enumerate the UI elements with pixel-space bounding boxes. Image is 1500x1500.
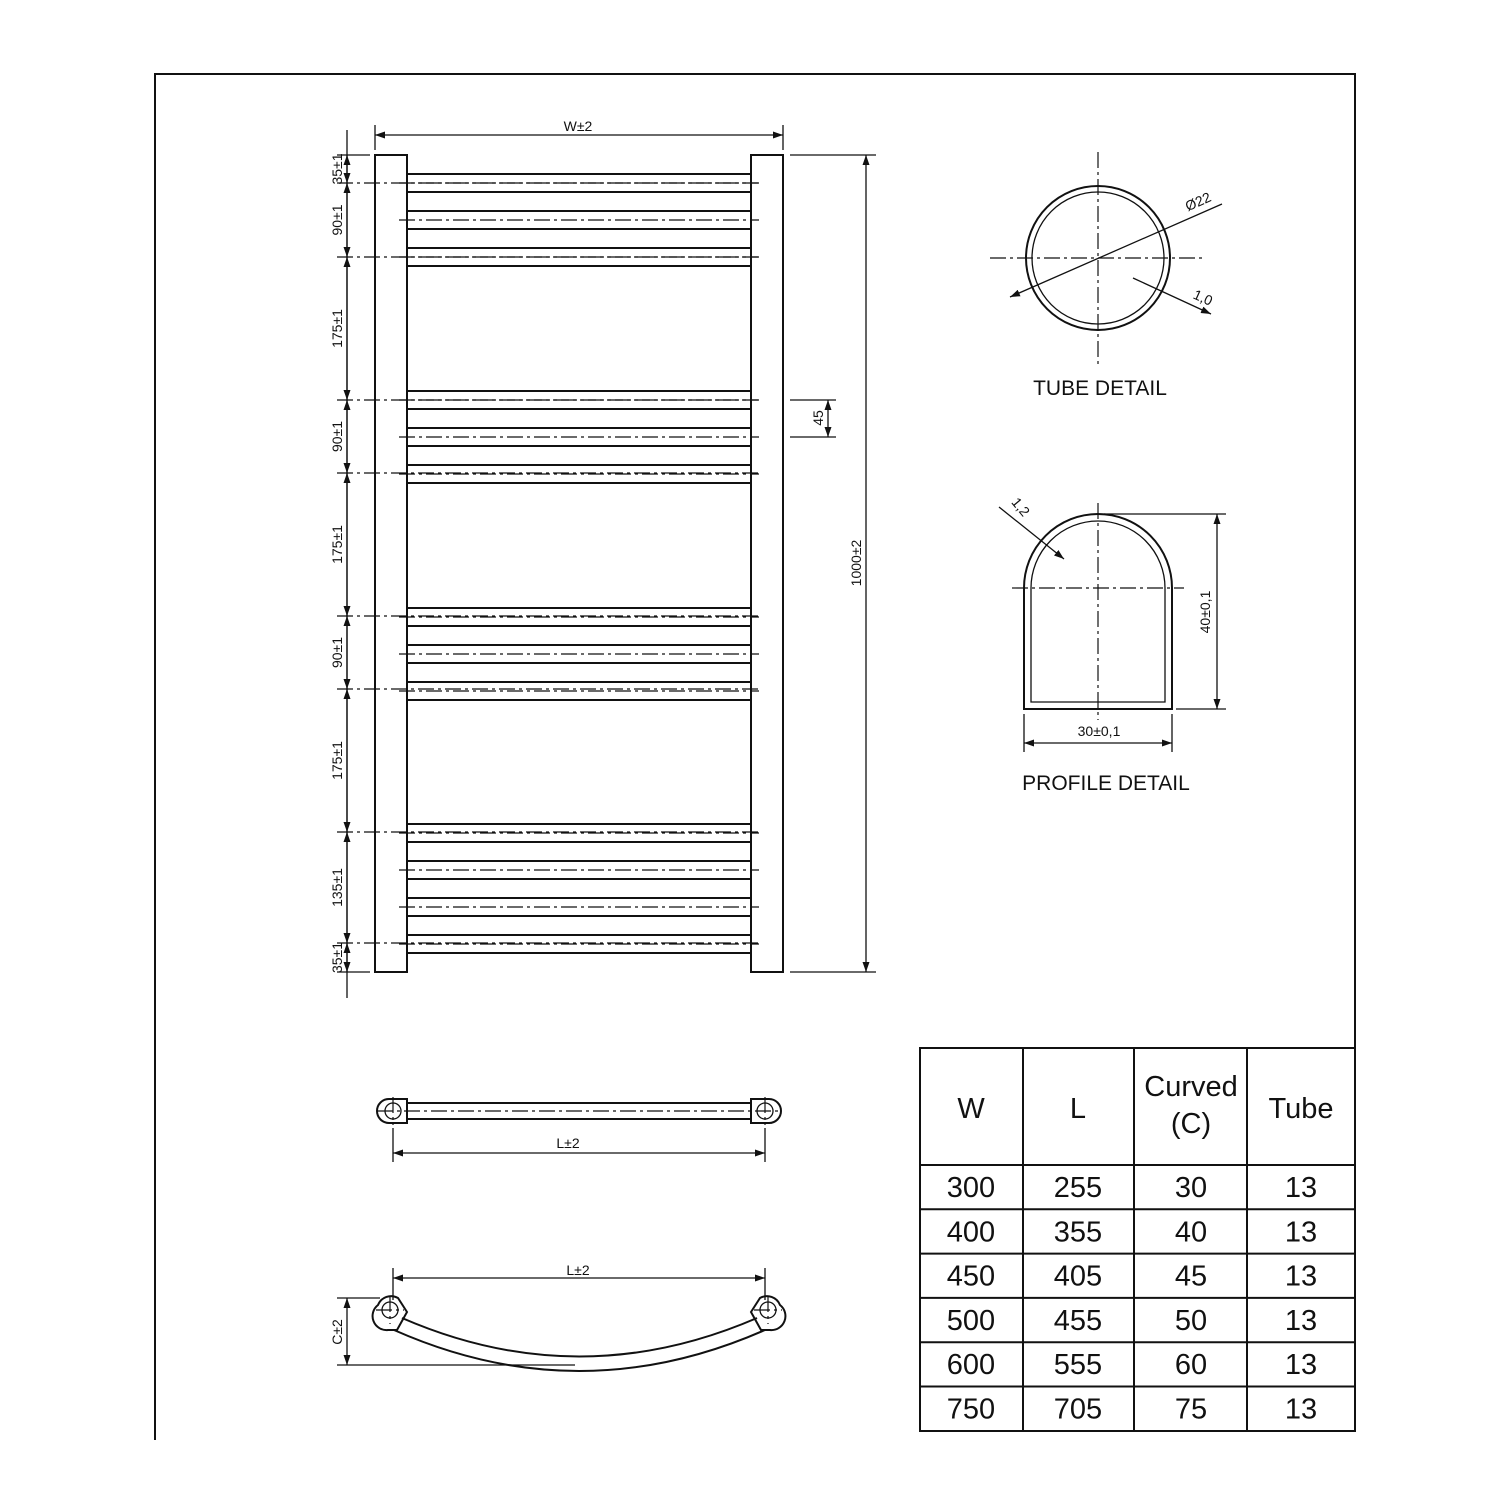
wall-leader bbox=[1132, 277, 1212, 315]
table-cell-w-3: 450 bbox=[947, 1261, 995, 1293]
table-header-curved-unit: (C) bbox=[1171, 1108, 1211, 1140]
profile-wall-leader bbox=[998, 506, 1065, 560]
table-header-w: W bbox=[957, 1093, 985, 1125]
curved-left-end bbox=[371, 1295, 409, 1332]
table-cell-tube-1: 13 bbox=[1285, 1172, 1317, 1204]
profile-wall-label: 1,2 bbox=[1008, 494, 1033, 519]
plan-length-label: L±2 bbox=[556, 1135, 579, 1151]
plan-left-end bbox=[376, 1098, 408, 1124]
profile-width-label: 30±0,1 bbox=[1078, 723, 1121, 739]
offset-label: 45 bbox=[810, 410, 826, 426]
front-view: W±2 1000±2 45 35±1 90±1 175±1 90±1 175±1 90±1… bbox=[329, 118, 876, 998]
spacing-label-2: 175±1 bbox=[329, 309, 345, 348]
wall-label: 1,0 bbox=[1191, 286, 1215, 309]
spacing-label-0: 35±1 bbox=[329, 153, 345, 184]
horizontal-bars bbox=[399, 173, 759, 954]
table-cell-tube-3: 13 bbox=[1285, 1261, 1317, 1293]
table-cell-tube-4: 13 bbox=[1285, 1305, 1317, 1337]
spacing-label-3: 90±1 bbox=[329, 421, 345, 452]
spacing-label-5: 90±1 bbox=[329, 637, 345, 668]
profile-detail-caption: PROFILE DETAIL bbox=[1022, 772, 1190, 795]
table-header-curved: Curved bbox=[1144, 1071, 1238, 1103]
spacing-label-4: 175±1 bbox=[329, 525, 345, 564]
table-cell-l-3: 405 bbox=[1054, 1261, 1102, 1293]
curve-depth-label: C±2 bbox=[329, 1319, 345, 1345]
plan-right-end bbox=[750, 1098, 782, 1124]
table-cell-l-4: 455 bbox=[1054, 1305, 1102, 1337]
diameter-leader bbox=[1009, 203, 1223, 298]
table-cell-w-2: 400 bbox=[947, 1216, 995, 1248]
table-header-l: L bbox=[1070, 1093, 1086, 1125]
table-cell-curved-2: 40 bbox=[1175, 1216, 1207, 1248]
profile-detail: 1,2 40±0,1 30±0,1 PROFILE DETAIL bbox=[998, 494, 1226, 795]
curved-bar-bottom bbox=[393, 1329, 766, 1372]
profile-inner-outline bbox=[1030, 520, 1166, 703]
table-cell-w-1: 300 bbox=[947, 1172, 995, 1204]
profile-outer-outline bbox=[1023, 513, 1173, 710]
curved-view: L±2 C±2 bbox=[329, 1262, 787, 1372]
table-cell-curved-3: 45 bbox=[1175, 1261, 1207, 1293]
spacing-label-1: 90±1 bbox=[329, 204, 345, 235]
table-cell-l-6: 705 bbox=[1054, 1394, 1102, 1426]
table-cell-tube-6: 13 bbox=[1285, 1394, 1317, 1426]
table-cell-curved-5: 60 bbox=[1175, 1349, 1207, 1381]
profile-height-label: 40±0,1 bbox=[1197, 590, 1213, 633]
table-cell-tube-5: 13 bbox=[1285, 1349, 1317, 1381]
table-cell-l-1: 255 bbox=[1054, 1172, 1102, 1204]
left-column bbox=[374, 154, 408, 973]
spacing-dimensions: 35±1 90±1 175±1 90±1 175±1 90±1 175±1 135±1 35±1 bbox=[329, 153, 760, 973]
table-cell-tube-2: 13 bbox=[1285, 1216, 1317, 1248]
size-table: W L Curved (C) Tube 300 255 30 13 400 355 40 13… bbox=[919, 1047, 1356, 1432]
width-label: W±2 bbox=[564, 118, 593, 134]
drawing-frame bbox=[154, 73, 1356, 1440]
table-cell-w-5: 600 bbox=[947, 1349, 995, 1381]
spacing-label-7: 135±1 bbox=[329, 868, 345, 907]
tube-detail: Ø22 1,0 TUBE DETAIL bbox=[990, 152, 1223, 400]
table-header-tube: Tube bbox=[1268, 1093, 1333, 1125]
table-cell-curved-1: 30 bbox=[1175, 1172, 1207, 1204]
right-column bbox=[750, 154, 784, 973]
tube-detail-caption: TUBE DETAIL bbox=[1033, 377, 1167, 400]
table-cell-curved-4: 50 bbox=[1175, 1305, 1207, 1337]
plan-view: L±2 bbox=[376, 1097, 782, 1162]
table-cell-l-5: 555 bbox=[1054, 1349, 1102, 1381]
table-cell-w-6: 750 bbox=[947, 1394, 995, 1426]
height-label: 1000±2 bbox=[848, 539, 864, 586]
table-cell-curved-6: 75 bbox=[1175, 1394, 1207, 1426]
curved-right-end bbox=[749, 1295, 787, 1332]
spacing-label-6: 175±1 bbox=[329, 741, 345, 780]
table-cell-w-4: 500 bbox=[947, 1305, 995, 1337]
curved-bar-top bbox=[401, 1317, 758, 1358]
table-cell-l-2: 355 bbox=[1054, 1216, 1102, 1248]
spacing-label-8: 35±1 bbox=[329, 942, 345, 973]
curved-length-label: L±2 bbox=[566, 1262, 589, 1278]
